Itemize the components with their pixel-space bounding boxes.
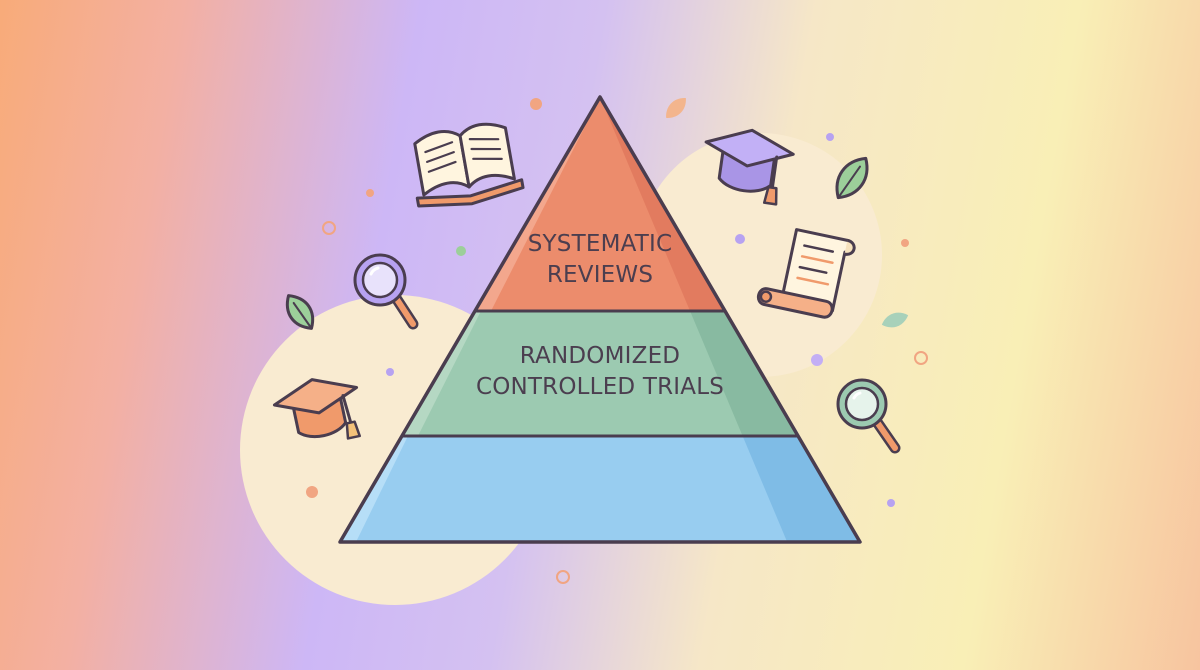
decor-dot <box>826 133 834 141</box>
decor-ring <box>322 221 336 235</box>
leaf-icon <box>285 294 315 330</box>
pyramid-tier-middle-shade <box>690 311 799 436</box>
tier-label-line: SYSTEMATIC <box>527 231 673 257</box>
decor-dot <box>901 239 909 247</box>
decor-dot <box>735 234 745 244</box>
tier-label-line: REVIEWS <box>546 262 654 288</box>
tier-label-randomized-controlled-trials: RANDOMIZED CONTROLLED TRIALS <box>430 341 770 403</box>
magnifying-glass-icon <box>353 253 419 330</box>
decor-ring <box>914 351 928 365</box>
pyramid-tier-top <box>474 97 726 311</box>
decor-dot <box>530 98 542 110</box>
decor-dot <box>456 246 466 256</box>
graduation-cap-icon <box>272 378 361 440</box>
tier-label-systematic-reviews: SYSTEMATIC REVIEWS <box>490 229 710 291</box>
tier-label-line: CONTROLLED TRIALS <box>475 374 725 400</box>
decor-dot <box>386 368 394 376</box>
decor-dot <box>306 486 318 498</box>
leaf-icon <box>835 156 869 200</box>
leaf-icon <box>666 98 686 118</box>
graduation-cap-icon <box>704 128 795 206</box>
scroll-icon <box>756 228 856 319</box>
magnifying-glass-icon <box>836 378 901 454</box>
decor-ring <box>556 570 570 584</box>
tier-label-line: RANDOMIZED <box>519 343 681 369</box>
decor-dot <box>811 354 823 366</box>
decor-dot <box>366 189 374 197</box>
pyramid-tier-bottom-shade <box>742 436 860 542</box>
pyramid-tier-middle <box>401 311 799 436</box>
leaf-icon <box>881 312 909 328</box>
pyramid-outline <box>338 95 862 544</box>
decor-dot <box>887 499 895 507</box>
pyramid-tier-bottom <box>340 436 860 542</box>
open-book-icon <box>413 122 525 208</box>
